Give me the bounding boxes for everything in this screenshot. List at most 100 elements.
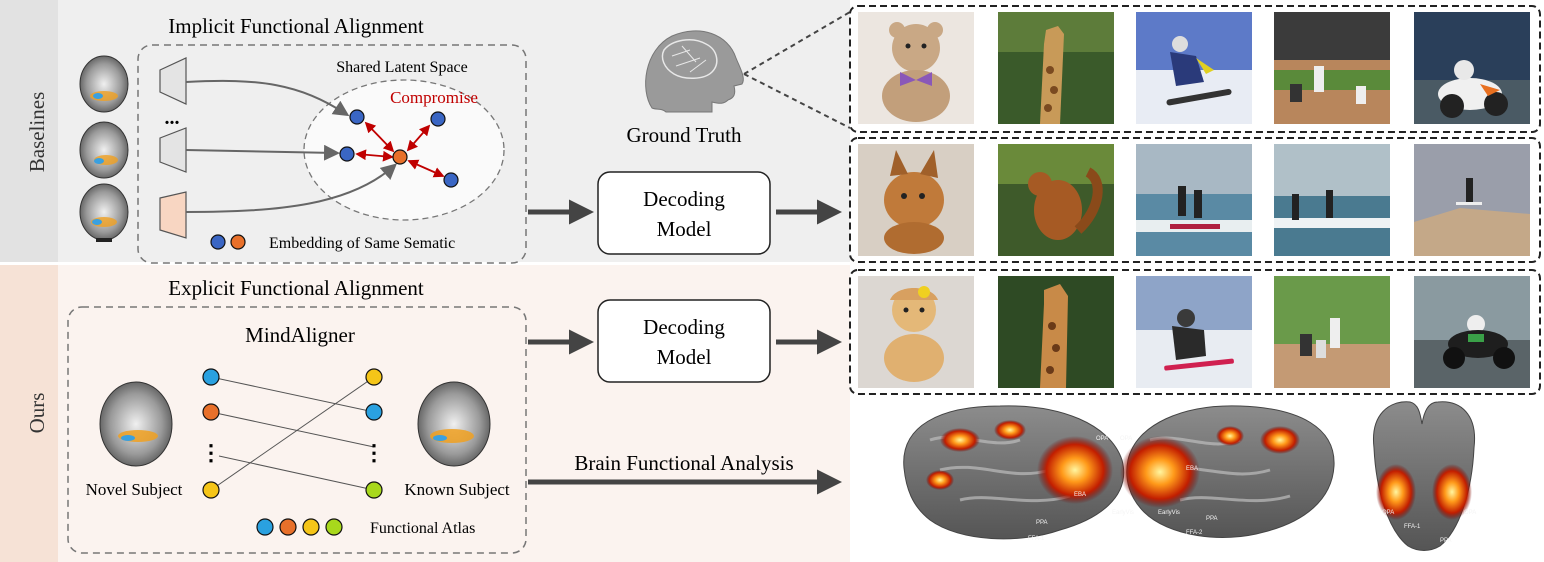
map-line-3 [210,376,375,491]
brain-scan-2 [79,121,129,179]
roi-label: PPA [1440,538,1452,544]
ours-band [0,265,58,562]
baseline-results-box [849,137,1541,263]
explicit-box [67,306,527,554]
novel-node-blue [202,368,220,386]
cortex-ventral-view [1373,401,1476,551]
map-line-1 [210,376,375,413]
connector-1 [185,79,350,117]
novel-dots: ⋮ [200,440,222,465]
gt-link-bottom [743,73,851,129]
roi-label: EarlyVis [1158,510,1180,516]
implicit-title: Implicit Functional Alignment [168,14,424,38]
embedding-node-blue-3 [339,146,355,162]
brain-functional-analysis-label: Brain Functional Analysis [574,451,793,475]
snowboarder-image [1136,12,1252,124]
gt-link-top [743,11,851,75]
roi-label: FFA-1 [1404,524,1421,530]
decoding-model-line1-ours: Decoding [643,315,725,339]
head-icon [645,30,744,113]
legend-blue-dot [210,234,226,250]
compromise-arrow-1 [364,121,395,153]
embedding-node-orange [392,149,408,165]
roi-label: EBA [1186,466,1198,472]
ours-label: Ours [25,393,49,434]
roi-label: EBA [1074,492,1086,498]
decoding-model-line2-ours: Model [657,345,712,369]
compromise-label: Compromise [390,88,478,107]
decoding-model-box-ours [597,299,771,383]
known-dots: ⋮ [363,440,385,465]
embedding-legend-label: Embedding of Same Sematic [269,235,455,252]
embedding-node-blue-1 [349,109,365,125]
explicit-title: Explicit Functional Alignment [168,276,424,300]
sand-jump-image [1414,144,1530,256]
surfers-waves-image [1274,144,1390,256]
ground-truth-box [849,5,1541,133]
cortex-right-hemisphere [1120,405,1335,538]
mindaligner-label: MindAligner [245,323,355,347]
known-brain-scan [417,381,491,467]
motorcycle-image [1414,276,1530,388]
giraffe-image [998,12,1114,124]
decoding-model-line1-baseline: Decoding [643,187,725,211]
compromise-arrow-4 [407,159,445,178]
baselines-label: Baselines [25,92,49,172]
roi-label: OPA [1382,510,1394,516]
map-line-4 [218,455,375,491]
roi-label: OPA [1120,436,1132,442]
embedding-node-blue-4 [443,172,459,188]
map-line-2 [210,411,375,448]
surfers-image [1136,144,1252,256]
decoding-model-box-baseline [597,171,771,255]
giraffe-image [998,276,1114,388]
novel-brain-scan [99,381,173,467]
legend-orange-dot [230,234,246,250]
compromise-arrow-3 [355,149,394,162]
ground-truth-label: Ground Truth [627,123,742,147]
baseball-image [1274,12,1390,124]
motorcycle-image [1414,12,1530,124]
novel-node-yellow [202,481,220,499]
atlas-orange-dot [279,518,297,536]
roi-label: EarlyVis [1112,510,1134,516]
roi-label: PPA [1036,520,1048,526]
baseball-image [1274,276,1390,388]
baselines-band [0,0,58,262]
squirrel-image [998,144,1114,256]
encoder-2 [159,127,187,173]
novel-node-orange [202,403,220,421]
atlas-blue-dot [256,518,274,536]
dog-image [858,144,974,256]
known-subject-label: Known Subject [404,480,510,499]
roi-label: OPA [1464,510,1476,516]
shared-latent-space-label: Shared Latent Space [336,59,468,76]
known-node-yellow [365,368,383,386]
roi-label: PPA [1206,516,1218,522]
teddy-bear-image [858,276,974,388]
connector-3 [185,163,397,213]
roi-label: FFA-2 [1186,530,1203,536]
decoding-model-line2-baseline: Model [657,217,712,241]
implicit-box [137,44,527,264]
roi-label: FFA-1 [1028,536,1045,542]
encoder-1 [159,57,187,105]
connector-2 [185,144,340,161]
encoder-ellipsis: ... [165,107,180,129]
known-node-green [365,481,383,499]
novel-subject-label: Novel Subject [86,480,183,499]
cortex-left-hemisphere [903,405,1125,540]
teddy-bear-image [858,12,974,124]
functional-atlas-label: Functional Atlas [370,520,475,537]
roi-label: OPA [1096,436,1108,442]
embedding-node-blue-2 [430,111,446,127]
ours-results-box [849,269,1541,395]
brain-scan-1 [79,55,129,113]
atlas-green-dot [325,518,343,536]
encoder-3 [159,191,187,239]
snowboarder-image [1136,276,1252,388]
compromise-arrow-2 [406,124,431,152]
brain-scan-3 [79,183,129,242]
atlas-yellow-dot [302,518,320,536]
